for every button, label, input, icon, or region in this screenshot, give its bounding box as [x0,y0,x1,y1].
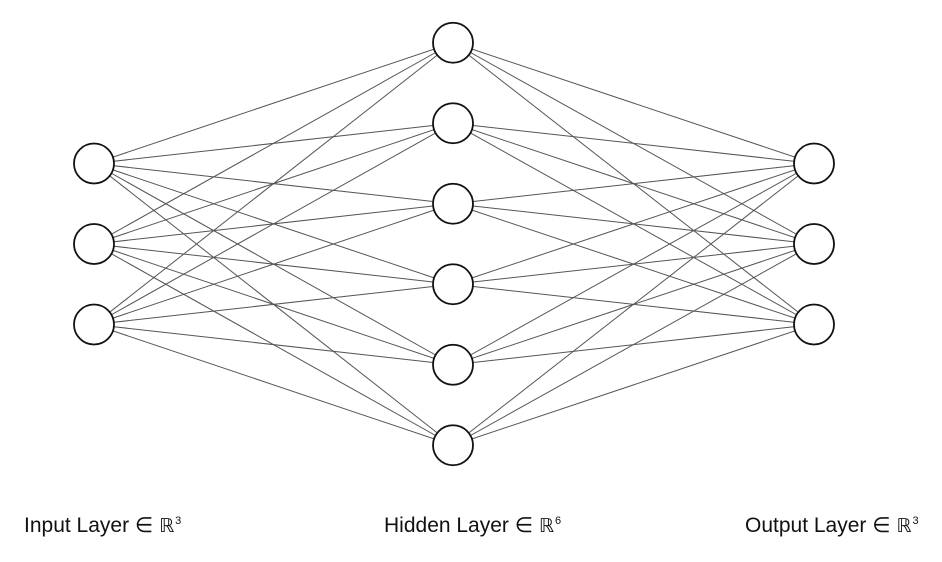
edge-input-3-to-hidden-4 [93,283,454,325]
edge-hidden-4-to-output-1 [452,163,815,285]
edge-hidden-5-to-output-1 [452,163,815,366]
hidden-layer-dim: 6 [554,515,562,527]
edge-input-3-to-hidden-5 [93,324,454,366]
edge-input-3-to-hidden-1 [93,42,454,325]
input-layer-label: Input Layer ∈ ℝ3 [24,512,181,540]
hidden-neuron-2 [432,102,474,145]
edge-input-2-to-hidden-1 [93,42,454,245]
output-layer-name: Output Layer [745,514,867,537]
hidden-layer-label: Hidden Layer ∈ ℝ6 [384,512,561,540]
input-neuron-2 [73,223,115,265]
output-neuron-3 [793,303,835,346]
input-neuron-3 [73,303,115,346]
edge-group [93,42,815,446]
hidden-neuron-6 [432,424,474,467]
output-layer-space: ℝ [896,515,912,537]
hidden-neuron-1 [432,21,474,64]
hidden-neuron-3 [432,182,474,225]
hidden-layer-name: Hidden Layer [384,514,509,537]
input-neuron-1 [73,142,115,185]
edge-input-3-to-hidden-3 [93,203,454,325]
output-neuron-1 [793,142,835,185]
edge-hidden-2-to-output-1 [452,122,815,164]
edge-input-1-to-hidden-1 [93,42,454,164]
network-graph [73,21,835,467]
edge-hidden-1-to-output-1 [452,42,815,164]
node-group [73,21,835,467]
edge-hidden-3-to-output-1 [452,163,815,205]
hidden-neuron-5 [432,343,474,386]
edge-hidden-6-to-output-1 [452,163,815,446]
output-layer-label: Output Layer ∈ ℝ3 [745,512,919,540]
edge-input-3-to-hidden-2 [93,122,454,325]
edge-hidden-6-to-output-3 [452,324,815,446]
edge-hidden-6-to-output-2 [452,243,815,446]
input-layer-relation: ∈ [134,514,154,537]
input-layer-name: Input Layer [24,514,130,537]
hidden-neuron-4 [432,263,474,306]
hidden-layer-relation: ∈ [514,514,534,537]
output-neuron-2 [793,223,835,265]
edge-input-3-to-hidden-6 [93,324,454,446]
output-layer-dim: 3 [912,515,919,527]
input-layer-space: ℝ [159,515,175,537]
input-layer-dim: 3 [175,515,182,527]
output-layer-relation: ∈ [872,514,891,537]
hidden-layer-space: ℝ [538,515,554,537]
